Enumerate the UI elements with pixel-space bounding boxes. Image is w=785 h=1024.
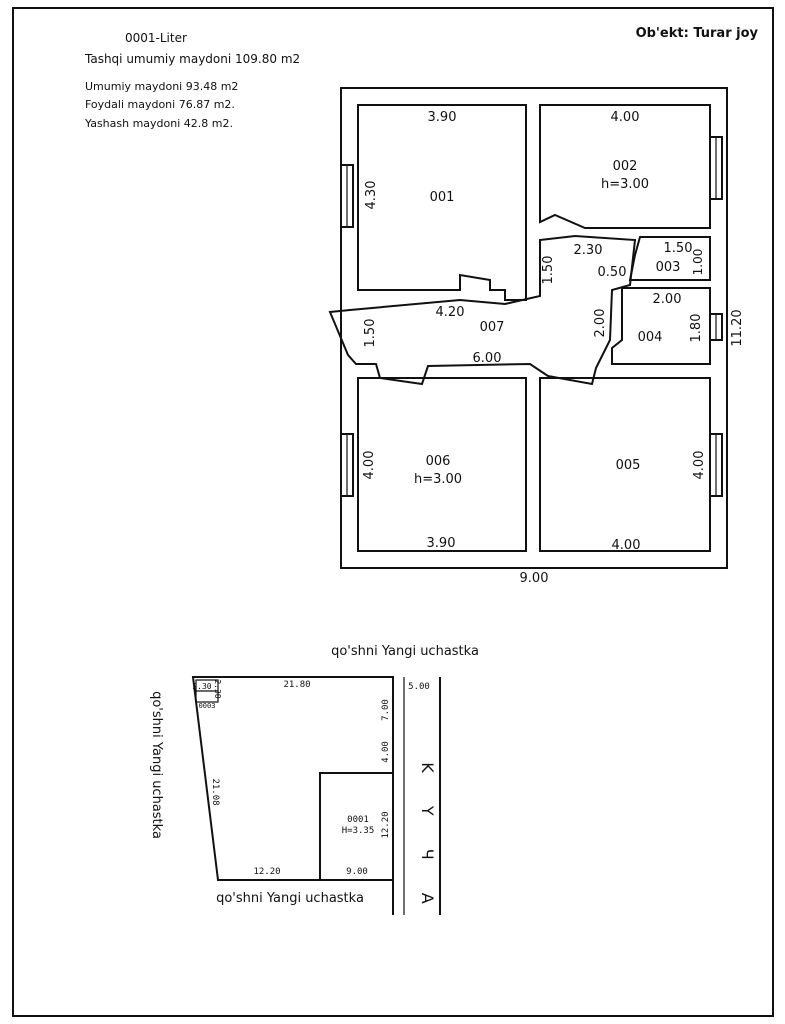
- umumiy-area-label: Umumiy maydoni 93.48 m2: [85, 80, 238, 93]
- room-004-id: 004: [638, 330, 663, 345]
- room-003-height: 1.00: [691, 249, 705, 276]
- room-004-height: 1.80: [689, 314, 704, 343]
- room-002-id: 002: [613, 159, 638, 174]
- site-dim-corner-b: 2.30: [213, 679, 222, 698]
- site-dim-bldg-bottom: 9.00: [346, 867, 368, 877]
- room-001-extra: 4.20: [436, 305, 465, 320]
- room-006-ceiling: h=3.00: [414, 472, 462, 487]
- room-001-height: 4.30: [364, 181, 379, 210]
- room-005: [539, 377, 711, 552]
- corridor-d2: 1.50: [541, 256, 556, 285]
- site-dim-right-top: 7.00: [381, 699, 391, 721]
- site-dim-street: 5.00: [408, 682, 430, 692]
- plot-outline: [191, 676, 394, 881]
- site-dim-bottom: 12.20: [253, 867, 280, 877]
- room-005-height: 4.00: [692, 451, 707, 480]
- room-007-corridor: [328, 234, 637, 386]
- outer-wall: [340, 87, 728, 569]
- site-dim-right-bldg: 12.20: [381, 811, 391, 838]
- room-003-id: 003: [656, 260, 681, 275]
- liter-label: 0001-Liter: [125, 31, 187, 45]
- room-005-id: 005: [616, 458, 641, 473]
- floor-plan: 001 3.90 4.30 4.20 002 h=3.00 4.00 003 1…: [328, 87, 745, 586]
- room-007-id: 007: [480, 320, 505, 335]
- room-004: [611, 287, 711, 365]
- room-006: [357, 377, 527, 552]
- room-002: [539, 104, 711, 229]
- neighbor-left-label: qo'shni Yangi uchastka: [149, 691, 164, 839]
- corridor-d3: 2.00: [593, 309, 608, 338]
- room-003-width: 1.50: [664, 241, 693, 256]
- yashash-area-label: Yashash maydoni 42.8 m2.: [84, 117, 233, 130]
- corridor-d1: 2.30: [574, 243, 603, 258]
- room-007-length: 6.00: [473, 351, 502, 366]
- room-002-ceiling: h=3.00: [601, 177, 649, 192]
- object-type-label: Ob'ekt: Turar joy: [636, 26, 759, 41]
- room-002-width: 4.00: [611, 110, 640, 125]
- total-width: 9.00: [520, 571, 549, 586]
- room-005-width: 4.00: [612, 538, 641, 553]
- site-corner-id: 0003: [199, 702, 216, 710]
- neighbor-top-label: qo'shni Yangi uchastka: [331, 644, 479, 659]
- windows: [340, 136, 723, 497]
- room-006-width: 3.90: [427, 536, 456, 551]
- building-0001-height: H=3.35: [342, 826, 375, 836]
- room-004-width: 2.00: [653, 292, 682, 307]
- total-height: 11.20: [730, 309, 745, 346]
- room-001-width: 3.90: [428, 110, 457, 125]
- room-006-height: 4.00: [362, 451, 377, 480]
- room-003: [628, 236, 711, 281]
- site-dim-corner-a: 2.30: [192, 682, 211, 691]
- room-001: [357, 104, 527, 301]
- site-dim-top: 21.80: [283, 680, 310, 690]
- room-001-id: 001: [430, 190, 455, 205]
- page-border: [12, 7, 774, 1017]
- site-dim-left: 21.08: [210, 778, 220, 805]
- site-plan: qo'shni Yangi uchastka qo'shni Yangi uch…: [149, 644, 479, 918]
- room-006-id: 006: [426, 454, 451, 469]
- room-003-small: 0.50: [598, 265, 627, 280]
- tashqi-area-label: Tashqi umumiy maydoni 109.80 m2: [84, 52, 300, 66]
- neighbor-bottom-label: qo'shni Yangi uchastka: [216, 891, 364, 906]
- foydali-area-label: Foydali maydoni 76.87 m2.: [85, 98, 235, 111]
- room-007-hall-left: 1.50: [363, 319, 378, 348]
- site-dim-right-mid: 4.00: [381, 741, 391, 763]
- building-0001-id: 0001: [347, 815, 369, 825]
- street-label: K Y Ч A: [418, 762, 437, 917]
